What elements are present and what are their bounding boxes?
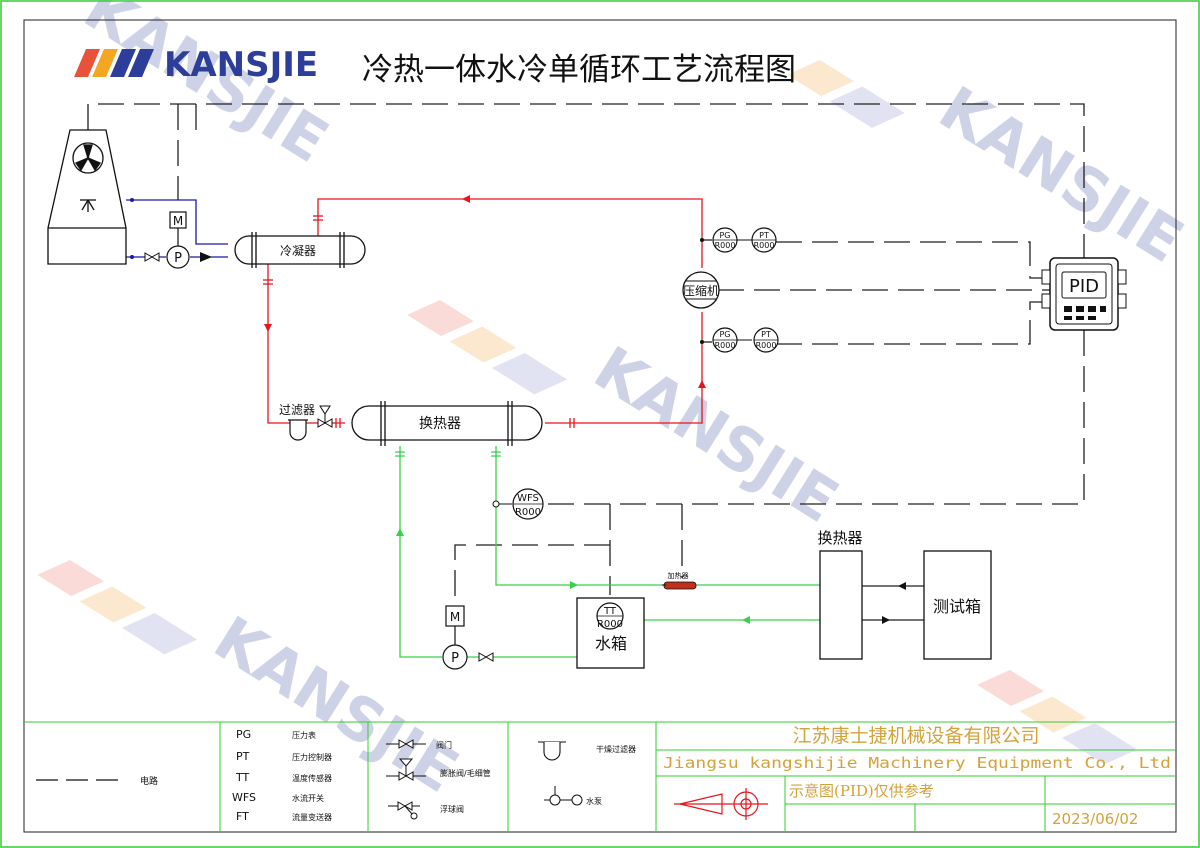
flow-arrow	[200, 252, 212, 262]
heat-exchanger-label: 换热器	[419, 415, 461, 432]
legend-symbol-label: 膨胀阀/毛细管	[440, 768, 491, 778]
green-flange-marks	[395, 451, 501, 457]
instrument-wfs: WFS R000	[492, 488, 544, 520]
pump-label: P	[451, 651, 459, 666]
instrument-code: R000	[756, 341, 777, 350]
instrument-tag: WFS	[517, 493, 539, 504]
compressor-label: 压缩机	[683, 283, 719, 298]
instrument-code: R000	[515, 507, 541, 518]
test-box-lines	[862, 585, 924, 621]
instrument-tag: PT	[761, 330, 771, 339]
instrument-code: R000	[597, 619, 623, 630]
legend-desc: 流量变送器	[292, 812, 332, 822]
legend-filter-icon	[538, 741, 566, 761]
instrument-tag: PT	[759, 231, 769, 240]
instrument-code: R000	[715, 241, 736, 250]
water-valve	[478, 652, 494, 662]
instrument-code: R000	[715, 341, 736, 350]
inner-frame	[23, 19, 1177, 833]
legend-expansion-valve-icon	[386, 758, 426, 781]
test-box: 测试箱	[923, 550, 992, 660]
heater-label: 加热器	[668, 571, 689, 580]
instrument-pg-1: PG R000	[712, 227, 738, 253]
cooling-tower	[47, 129, 127, 265]
heat-exchanger: 换热器	[351, 401, 543, 446]
title-block: 江苏康士捷机械设备有限公司 Jiangsu kangshijie Machine…	[656, 725, 1176, 832]
condenser: 冷凝器	[234, 232, 366, 268]
legend-code: PT	[236, 750, 250, 763]
process-water-arrows	[396, 528, 750, 624]
instrument-tag: PG	[719, 231, 730, 240]
watermark-text: KANSJIE	[72, 0, 340, 177]
cooling-valve	[144, 252, 160, 262]
heat-exchanger-2-label: 换热器	[817, 529, 862, 547]
pid-label: PID	[1069, 276, 1099, 297]
secondary-heat-exchanger: 换热器	[817, 529, 863, 660]
condenser-label: 冷凝器	[280, 243, 316, 258]
test-box-label: 测试箱	[933, 597, 981, 616]
legend-desc: 压力表	[292, 730, 316, 740]
flange-marks	[263, 215, 575, 428]
legend-float-valve-icon	[388, 801, 420, 820]
pid-controller: PID	[1041, 257, 1127, 331]
watermarks: KANSJIE KANSJIE KANSJIE KANSJIE	[37, 0, 1195, 807]
pump-label: P	[174, 251, 182, 266]
legend-desc: 温度传感器	[292, 773, 332, 783]
water-pump: M P	[442, 605, 468, 670]
legend-code: TT	[235, 771, 250, 784]
legend-desc: 压力控制器	[292, 752, 332, 762]
instrument-tag: TT	[603, 606, 617, 617]
compressor: 压缩机	[682, 238, 720, 344]
tank-label: 水箱	[595, 634, 627, 653]
legend-valve-icon	[386, 739, 426, 749]
legend: 电路 PG 压力表 PT 压力控制器 TT 温度传感器 WFS 水流开关 FT …	[24, 721, 1176, 832]
motor-label: M	[173, 214, 183, 228]
watermark-text: KANSJIE	[582, 333, 850, 537]
brand-logo: KANSJIE	[74, 45, 318, 85]
dryer-filter: 过滤器	[279, 403, 315, 441]
refrigerant-arrows	[264, 195, 706, 388]
instrument-pt-2: PT R000	[753, 327, 779, 353]
test-box-arrows	[882, 582, 906, 624]
drawing-date: 2023/06/02	[1052, 810, 1138, 828]
drawing-note: 示意图(PID)仅供参考	[789, 782, 934, 800]
projection-symbol-icon	[674, 788, 768, 820]
legend-symbol-label: 阀门	[436, 740, 452, 750]
legend-code: FT	[236, 810, 249, 823]
legend-pump-icon	[544, 786, 583, 806]
company-name-en: Jiangsu kangshijie Machinery Equipment C…	[663, 754, 1171, 772]
legend-desc: 水流开关	[292, 793, 324, 803]
company-name-cn: 江苏康士捷机械设备有限公司	[792, 725, 1039, 747]
water-tank: TT R000 水箱	[576, 597, 645, 669]
cooling-pump: M P	[166, 211, 190, 269]
legend-symbol-label: 水泵	[586, 796, 602, 806]
page-title: 冷热一体水冷单循环工艺流程图	[362, 52, 796, 88]
legend-code: WFS	[232, 791, 256, 804]
brand-name: KANSJIE	[164, 45, 318, 85]
instrument-tag: PG	[719, 330, 730, 339]
instrument-code: R000	[754, 241, 775, 250]
motor-label: M	[450, 610, 460, 624]
expansion-valve	[317, 405, 333, 428]
instrument-pt-1: PT R000	[751, 227, 777, 253]
legend-code: PG	[236, 728, 251, 741]
instrument-pg-2: PG R000	[712, 327, 738, 353]
heater: 加热器	[662, 571, 697, 590]
legend-symbol-label: 浮球阀	[440, 804, 464, 814]
filter-label: 过滤器	[279, 403, 315, 417]
legend-symbol-label: 干燥过滤器	[596, 744, 636, 754]
signal-lines	[87, 103, 1085, 606]
legend-line-label: 电路	[140, 775, 158, 787]
